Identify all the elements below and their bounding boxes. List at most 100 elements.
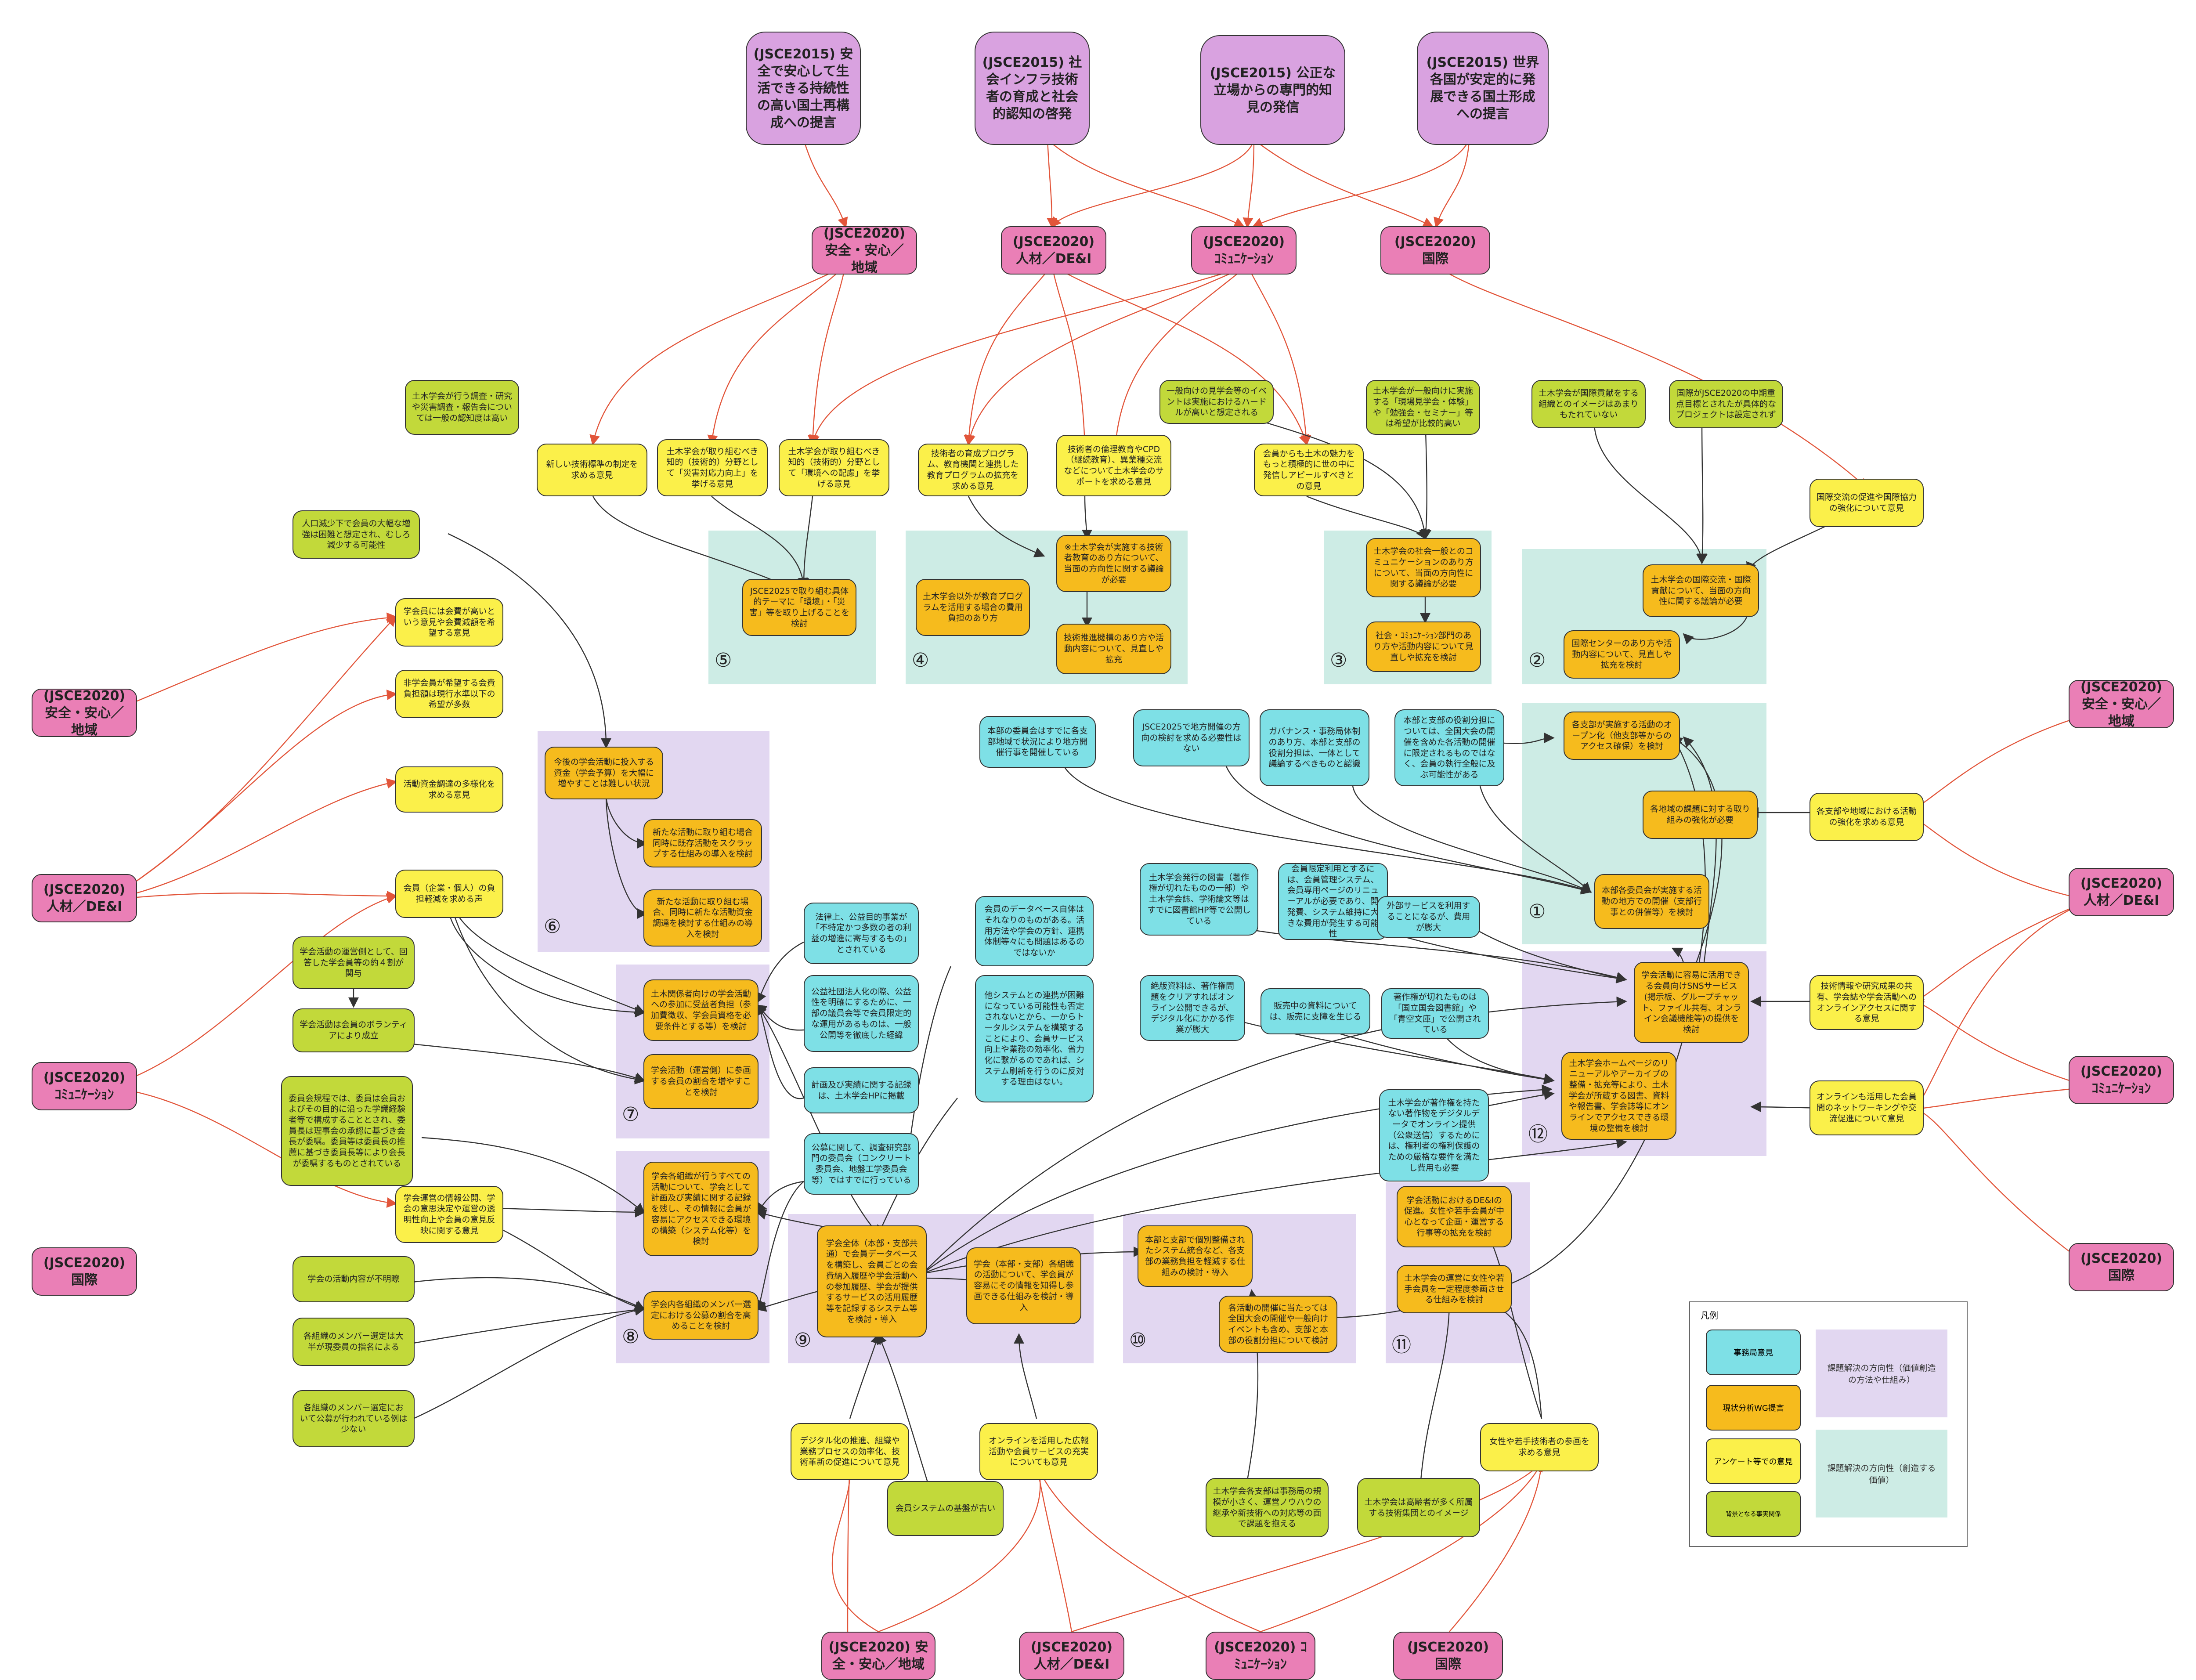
sec-jsce2025-local: JSCE2025で地方開催の方向の検討を求める必要性はない (1133, 709, 1250, 766)
survey-international: 国際交流の促進や国際協力の強化について意見 (1810, 479, 1924, 527)
wg-engineer-edu: ※土木学会が実施する技術者教育のあり方について、当面の方向性に関する議論が必要 (1056, 535, 1171, 592)
region-5-number: ⑤ (715, 649, 732, 672)
sec-on-sale: 販売中の資料については、販売に支障を生じる (1261, 988, 1370, 1034)
jsce2020-top-safety: (JSCE2020) 安全・安心／地域 (812, 226, 917, 275)
region-1-number: ① (1528, 900, 1546, 923)
survey-education: 技術者の育成プログラム、教育機関と連携した教育プログラムの拡充を求める意見 (918, 444, 1028, 496)
jsce2020-top-people: (JSCE2020) 人材／DE&I (1001, 226, 1106, 275)
fact-survey-recognition: 土木学会が行う調査・研究や災害調査・報告会については一般の認知度は高い (405, 380, 519, 435)
fact-member-decline: 人口減少下で会員の大幅な増強は困難と想定され、むしろ減少する可能性 (293, 510, 420, 559)
legend: 凡例 事務局意見 現状分析WG提言 アンケート等での意見 背景となる事実関係 課… (1689, 1301, 1968, 1547)
region-2-number: ② (1528, 649, 1546, 672)
survey-nonmember: 非学会員が希望する会費負担額は現行水準以下の希望が多数 (395, 670, 503, 718)
wg-scrap-mechanism: 新たな活動に取り組む場合同時に既存活動をスクラップする仕組みの導入を検討 (643, 819, 762, 867)
legend-survey: アンケート等での意見 (1706, 1438, 1801, 1484)
sec-public-corp: 公益社団法人化の際、公益性を明確にするために、一部の議員会等で会員限定的な運用が… (804, 975, 919, 1052)
region-10-number: ⑩ (1129, 1329, 1147, 1351)
region-8-number: ⑧ (622, 1326, 639, 1348)
survey-burden: 会員（企業・個人）の負担軽減を求める声 (395, 870, 503, 918)
wg-event-roles: 各活動の開催に当たっては全国大会の開催や一般向けイベントも含め、支部と本部の役割… (1219, 1296, 1337, 1353)
sec-copyright-expired: 著作権が切れたものは「国立国会図書館」や「青空文庫」で公開されている (1381, 988, 1489, 1039)
wg-public-recruit: 学会内各組織のメンバー選定における公募の割合を高めることを検討 (643, 1291, 758, 1340)
wg-new-funding: 新たな活動に取り組む場合、同時に新たな活動資金調達を検討する仕組みの導入を検討 (643, 889, 762, 947)
jsce2020-right-comm: (JSCE2020) ｺﾐｭﾆｹｰｼｮﾝ (2069, 1056, 2174, 1104)
legend-title: 凡例 (1701, 1310, 1718, 1321)
region-4-number: ④ (912, 649, 929, 672)
sec-records-hp: 計画及び実績に関する記録は、土木学会HPに掲載 (804, 1067, 919, 1113)
sec-database: 会員のデータベース自体はそれなりのものがある。活用方法や学会の方針、連携体制等々… (975, 896, 1094, 966)
wg-easy-access: 学会（本部・支部）各組織の活動について、学会員が容易にその情報を知得し参画できる… (966, 1247, 1081, 1324)
jsce2020-top-intl: (JSCE2020) 国際 (1380, 226, 1490, 275)
wg-budget-limit: 今後の学会活動に投入する資金（学会予算）を大幅に増やすことは難しい状況 (545, 747, 663, 799)
region-6-number: ⑥ (544, 915, 561, 938)
legend-background: 背景となる事実関係 (1706, 1491, 1801, 1537)
wg-regional-issues: 各地域の課題に対する取り組みの強化が必要 (1643, 791, 1758, 839)
jsce2020-left-safety: (JSCE2020) 安全・安心／地域 (32, 688, 137, 738)
jsce2015-node-2: (JSCE2015) 社会インフラ技術者の育成と社会的認知の啓発 (975, 32, 1090, 145)
survey-young: 女性や若手技術者の参画を求める意見 (1480, 1423, 1599, 1471)
fact-unclear-activity: 学会の活動内容が不明瞭 (293, 1256, 415, 1302)
survey-fee: 学会員には会費が高いという意見や会費減額を希望する意見 (395, 598, 503, 647)
survey-online: オンラインを活用した広報活動や会員サービスの充実についても意見 (979, 1423, 1098, 1480)
sec-recruit-done: 公募に関して、調査研究部門の委員会（コンクリート委員会、地盤工学委員会等）ではす… (804, 1133, 919, 1195)
fact-public-events: 土木学会が一般向けに実施する「現場見学会・体験」や「勉強会・セミナー」等は希望が… (1366, 380, 1480, 435)
survey-appeal: 会員からも土木の魅力をもっと積極的に世の中に発信しアピールすべきとの意見 (1254, 444, 1364, 496)
fact-intl-contribution: 土木学会が国際貢献をする組織とのイメージはあまりもたれていない (1531, 380, 1646, 428)
jsce2015-node-1: (JSCE2015) 安全で安心して生活できる持続性の高い国土再構成への提言 (746, 32, 861, 145)
wg-intl-direction: 土木学会の国際交流・国際貢献について、当面の方向性に関する議論が必要 (1643, 564, 1759, 617)
wg-comm-direction: 土木学会の社会一般とのコミュニケーションのあり方について、当面の方向性に関する議… (1366, 538, 1481, 597)
sec-publication: 土木学会発行の図書（著作権が切れたものの一部）や土木学会誌、学術論文等はすでに図… (1140, 863, 1258, 936)
legend-direction-create: 課題解決の方向性（創造する価値） (1816, 1430, 1947, 1517)
jsce2020-bottom-safety: (JSCE2020) 安全・安心／地域 (821, 1632, 935, 1680)
jsce2015-node-3: (JSCE2015) 公正な立場からの専門的知見の発信 (1200, 35, 1345, 145)
sec-role-division: 本部と支部の役割分担については、全国大会の開催を含めた各活動の開催に限定されるも… (1394, 709, 1504, 786)
jsce2020-right-safety: (JSCE2020) 安全・安心／地域 (2069, 679, 2174, 729)
survey-info: 学会運営の情報公開、学会の意思決定や運営の透明性向上や会員の意見反映に関する意見 (395, 1186, 503, 1243)
fact-public-recruit-rare: 各組織のメンバー選定において公募が行われている例は少ない (293, 1390, 415, 1447)
region-12-number: ⑫ (1528, 1123, 1548, 1145)
red-connectors (106, 139, 2091, 1633)
wg-member-database: 学会全体（本部・支部共通）で会員データベースを構築し、会員ごとの会費納入履歴や学… (817, 1225, 927, 1337)
wg-system-integration: 本部と支部で個別整備されたシステム統合など、各支部の業務負担を軽減する仕組みの検… (1138, 1225, 1253, 1287)
wg-jsce2025-theme: JSCE2025で取り組む具体的テーマに「環境」・「災害」等を取り上げることを検… (742, 579, 856, 636)
sec-external-service: 外部サービスを利用することになるが、費用が膨大 (1377, 896, 1480, 938)
wg-activity-records: 学会各組織が行うすべての活動について、学会として計画及び実績に関する記録を残し、… (643, 1162, 758, 1256)
jsce2020-bottom-comm: (JSCE2020) ｺﾐｭﾆｹｰｼｮﾝ (1206, 1632, 1315, 1680)
jsce2020-bottom-intl: (JSCE2020) 国際 (1393, 1632, 1503, 1680)
survey-cpd: 技術者の倫理教育やCPD（継続教育）、異業種交流などについて土木学会のサポートを… (1056, 435, 1171, 496)
survey-branch: 各支部や地域における活動の強化を求める意見 (1810, 793, 1924, 841)
legend-wg: 現状分析WG提言 (1706, 1385, 1801, 1431)
fact-committee-rules: 委員会規程では、委員は会員およびその目的に沿った学識経験者等で構成することとされ… (281, 1076, 413, 1186)
survey-new-tech: 新しい技術標準の制定を求める意見 (537, 444, 647, 496)
jsce2020-left-people: (JSCE2020) 人材／DE&I (32, 874, 137, 922)
wg-branch-open: 各支部が実施する活動のオープン化（他支部等からのアクセス確保）を検討 (1564, 712, 1680, 760)
sec-system-renewal: 他システムとの連携が困難になっている可能性も否定されないとから、一からトータルシ… (975, 975, 1094, 1102)
sec-governance: ガバナンス・事務局体制のあり方、本部と支部の役割分担は、一体として議論するべきも… (1260, 709, 1369, 786)
survey-network: オンラインも活用した会員間のネットワーキングや交流促進について意見 (1810, 1080, 1924, 1135)
jsce2020-bottom-people: (JSCE2020) 人材／DE&I (1019, 1632, 1124, 1680)
wg-sns-service: 学会活動に容易に活用できる会員向けSNSサービス(掲示板、グループチャット、ファ… (1634, 962, 1749, 1043)
wg-beneficiary-pay: 土木関係者向けの学会活動への参加に受益者負担（参加費徴収、学会員資格を必要条件と… (643, 979, 758, 1041)
fact-branch-small: 土木学会各支部は事務局の規模が小さく、運営ノウハウの継承や新技術への対応等の面で… (1206, 1478, 1329, 1537)
sec-hq-local-events: 本部の委員会はすでに各支部地域で状況により地方開催行事を開催している (979, 716, 1096, 768)
legend-direction-value: 課題解決の方向性（価値創造の方法や仕組み） (1816, 1330, 1947, 1417)
survey-digital: デジタル化の推進、組織や業務プロセスの効率化、技術革新の促進について意見 (791, 1423, 909, 1480)
legend-secretariat: 事務局意見 (1706, 1330, 1801, 1375)
survey-share: 技術情報や研究成果の共有、学会誌や学会活動へのオンラインアクセスに関する意見 (1810, 975, 1924, 1030)
region-11-number: ⑪ (1392, 1334, 1411, 1356)
sec-outofprint: 絶版資料は、著作権問題をクリアすればオンライン公開できるが、デジタル化にかかる作… (1140, 975, 1245, 1041)
wg-female-young: 土木学会の運営に女性や若手会員を一定程度参画させる仕組みを検討 (1397, 1265, 1512, 1313)
survey-environment: 土木学会が取り組むべき知的（技術的）分野として「環境への配慮」を挙げる意見 (779, 439, 889, 496)
fact-survey-operation: 学会活動の運営側として、回答した学会員等の約４割が関与 (293, 936, 415, 989)
fact-member-nomination: 各組織のメンバー選定は大半が現委員の指名による (293, 1318, 415, 1366)
sec-copyright-online: 土木学会が著作権を持たない著作物をデジタルデータでオンライン提供（公衆送信）する… (1379, 1089, 1489, 1181)
wg-comm-dept: 社会・ｺﾐｭﾆｹｰｼｮﾝ部門のあり方や活動内容について見直しや拡充を検討 (1366, 621, 1481, 672)
wg-hp-archive: 土木学会ホームページのリニューアルやアーカイブの整備・拡充等により、土木学会が所… (1561, 1052, 1676, 1140)
wg-dei-events: 学会活動におけるDE&Iの促進。女性や若手会員が中心となって企画・運営する行事等… (1397, 1186, 1512, 1247)
jsce2020-top-comm: (JSCE2020) ｺﾐｭﾆｹｰｼｮﾝ (1191, 226, 1297, 275)
jsce2020-left-intl: (JSCE2020) 国際 (32, 1247, 137, 1296)
wg-local-events: 本部各委員会が実施する活動の地方での開催（支部行事との併催等）を検討 (1594, 874, 1709, 929)
sec-law-public-benefit: 法律上、公益目的事業が「不特定かつ多数の者の利益の増進に寄与するもの」とされてい… (804, 903, 919, 964)
fact-old-system: 会員システムの基盤が古い (887, 1481, 1004, 1536)
region-7-number: ⑦ (622, 1103, 639, 1126)
